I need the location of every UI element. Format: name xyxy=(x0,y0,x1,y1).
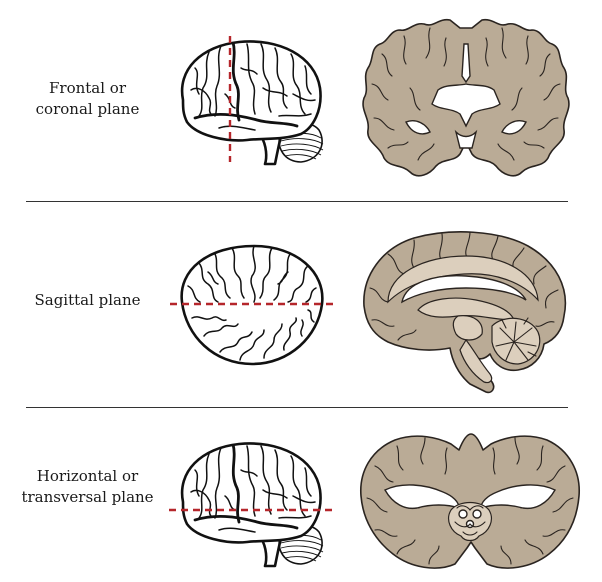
left-temporal-horn xyxy=(405,120,431,135)
midbrain-details xyxy=(454,505,486,536)
coronal-gyri xyxy=(371,27,561,161)
sagittal-plane-label: Sagittal plane xyxy=(0,290,175,311)
cerebellum-lines xyxy=(280,132,324,160)
frontal-plane-label-line2: coronal plane xyxy=(35,100,140,118)
sagittal-plane-label-line1: Sagittal plane xyxy=(34,291,141,309)
dorsal-brain-icon xyxy=(170,244,334,366)
horizontal-plane-label-line2: transversal plane xyxy=(21,488,154,506)
brainstem xyxy=(459,338,493,384)
right-temporal-horn xyxy=(501,120,527,135)
lateral-brain-icon xyxy=(180,36,324,166)
frontal-plane-label: Frontal or coronal plane xyxy=(0,78,175,120)
divider-2 xyxy=(26,407,568,408)
lateral-ventricles xyxy=(431,83,501,128)
horizontal-plane-label-line1: Horizontal or xyxy=(36,467,139,485)
divider-1 xyxy=(26,201,568,202)
third-ventricle xyxy=(454,129,478,149)
arbor-vitae xyxy=(495,317,537,361)
corpus-callosum xyxy=(401,275,527,304)
coronal-section-icon xyxy=(362,18,570,177)
frontal-plane-panel: Frontal or coronal plane xyxy=(0,0,602,200)
sagittal-section-icon xyxy=(363,231,567,394)
lateral-brain-icon-horizontal xyxy=(169,442,335,568)
sagittal-plane-panel: Sagittal plane xyxy=(0,202,602,405)
horizontal-plane-panel: Horizontal or transversal plane xyxy=(0,408,602,582)
horizontal-plane-label: Horizontal or transversal plane xyxy=(0,466,175,508)
thalamus xyxy=(452,315,483,341)
horizontal-section-icon xyxy=(360,433,580,569)
longitudinal-fissure xyxy=(461,43,471,84)
frontal-plane-label-line1: Frontal or xyxy=(48,79,126,97)
